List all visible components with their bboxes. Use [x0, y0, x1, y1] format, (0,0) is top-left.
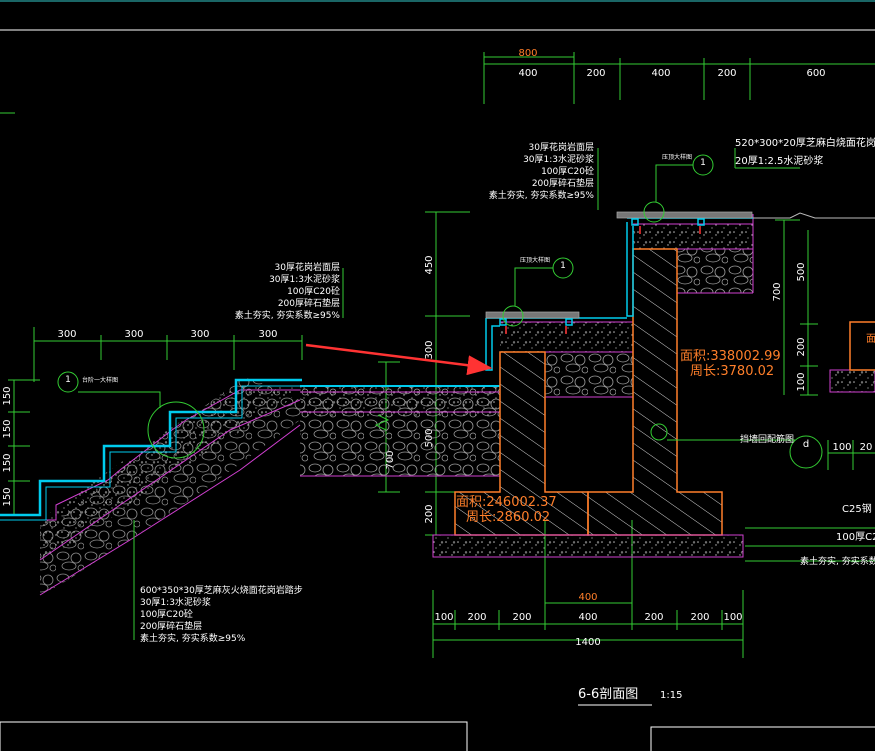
note-line: 30厚花岗岩面层: [529, 141, 594, 153]
label-c2: 100厚C2: [836, 531, 875, 543]
highlight-arrow: [305, 343, 493, 376]
label-cut-right: 面: [866, 334, 875, 345]
notes-right: 520*300*20厚芝麻白烧面花岗岩 20厚1:2.5水泥砂浆: [735, 136, 875, 167]
dim-riser-1: 150: [2, 386, 13, 405]
note-line: 600*350*30厚芝麻灰火烧面花岗岩踏步: [140, 584, 303, 596]
stair-section: [0, 378, 302, 596]
dim-mid-200: 200: [424, 504, 435, 523]
dim-step-1: 300: [57, 329, 76, 340]
note-line: 30厚1:3水泥砂浆: [140, 596, 211, 608]
dim-bottom-4: 400: [578, 612, 597, 623]
area1-area: 面积:338002.99: [680, 349, 781, 364]
notes-stair: 600*350*30厚芝麻灰火烧面花岗岩踏步 30厚1:3水泥砂浆 100厚C2…: [140, 584, 303, 644]
dim-right-500: 500: [796, 262, 807, 281]
note-line: 100厚C20砼: [287, 285, 340, 297]
frame-bottom-box-right: [650, 726, 875, 751]
dim-step-3: 300: [190, 329, 209, 340]
dim-bottom-5: 200: [644, 612, 663, 623]
dim-bottom-3: 200: [512, 612, 531, 623]
label-soil-right: 素土夯实, 夯实系数≥95: [800, 555, 875, 567]
dim-riser-2: 150: [2, 419, 13, 438]
dim-riser-4: 150: [2, 487, 13, 506]
callout-label-small2: 压顶大样图: [662, 153, 692, 161]
note-line: 100厚C20砼: [541, 165, 594, 177]
callout-mark-2: 1: [560, 261, 566, 271]
note-line: 30厚花岗岩面层: [275, 261, 340, 273]
callout-mark-3: 1: [700, 158, 706, 168]
dim-800: 800: [518, 48, 537, 59]
dim-top-3: 400: [651, 68, 670, 79]
drawing-scale: 1:15: [660, 690, 682, 701]
callout-mark-1: 1: [65, 375, 71, 385]
dim-riser-3: 150: [2, 453, 13, 472]
note-line: 200厚碎石垫层: [140, 620, 202, 632]
step-dimensions: [0, 112, 303, 516]
area2-perimeter: 周长:2860.02: [466, 510, 550, 525]
dim-top-4: 200: [717, 68, 736, 79]
note-leaders: [133, 148, 875, 640]
frame-bottom-box-left: [0, 721, 468, 751]
dim-top-1: 400: [518, 68, 537, 79]
note-line: 30厚1:3水泥砂浆: [523, 153, 594, 165]
drawing-title: 6-6剖面图: [578, 687, 638, 702]
dim-mid-450: 450: [424, 255, 435, 274]
callout-label-stair: 台阶一大样图: [82, 376, 118, 384]
note-line: 素土夯实, 夯实系数≥95%: [235, 309, 341, 321]
right-vertical-dimensions: [775, 219, 818, 396]
dim-bottom-6: 200: [690, 612, 709, 623]
note-line: 200厚碎石垫层: [278, 297, 340, 309]
note-line: 520*300*20厚芝麻白烧面花岗岩: [735, 136, 875, 149]
label-c25: C25钢: [842, 502, 872, 515]
dim-step-4: 300: [258, 329, 277, 340]
detail-callouts: [57, 154, 823, 469]
dim-bottom-total: 1400: [575, 637, 600, 648]
dim-bottom-7: 100: [723, 612, 742, 623]
note-line: 30厚1:3水泥砂浆: [269, 273, 340, 285]
area2-area: 面积:246002.37: [456, 495, 557, 510]
dim-far-right-20: 20: [860, 442, 873, 453]
dim-step-2: 300: [124, 329, 143, 340]
dim-bottom-1: 100: [434, 612, 453, 623]
notes-upper: 30厚花岗岩面层 30厚1:3水泥砂浆 100厚C20砼 200厚碎石垫层 素土…: [489, 141, 595, 201]
dim-far-right-100: 100: [832, 442, 851, 453]
dim-bottom-2: 200: [467, 612, 486, 623]
retaining-wall-structure: [300, 211, 875, 558]
label-wall-reinforcement: 挡墙回配筋图: [740, 433, 794, 445]
dim-bottom-400: 400: [578, 592, 597, 603]
dim-top-2: 200: [586, 68, 605, 79]
top-dimensions: [483, 52, 875, 104]
callout-mark-d: d: [803, 439, 809, 450]
note-line: 素土夯实, 夯实系数≥95%: [489, 189, 595, 201]
area1-perimeter: 周长:3780.02: [690, 364, 774, 379]
note-line: 100厚C20砼: [140, 608, 193, 620]
dim-right-100: 100: [796, 372, 807, 391]
notes-mid: 30厚花岗岩面层 30厚1:3水泥砂浆 100厚C20砼 200厚碎石垫层 素土…: [235, 261, 341, 321]
dim-top-5: 600: [806, 68, 825, 79]
dim-right-200: 200: [796, 337, 807, 356]
callout-label-small1: 压顶大样图: [520, 256, 550, 264]
dim-mid-300: 300: [424, 340, 435, 359]
note-line: 200厚碎石垫层: [532, 177, 594, 189]
note-line: 20厚1:2.5水泥砂浆: [735, 154, 823, 167]
note-line: 素土夯实, 夯实系数≥95%: [140, 632, 246, 644]
dim-right-700: 700: [772, 282, 783, 301]
